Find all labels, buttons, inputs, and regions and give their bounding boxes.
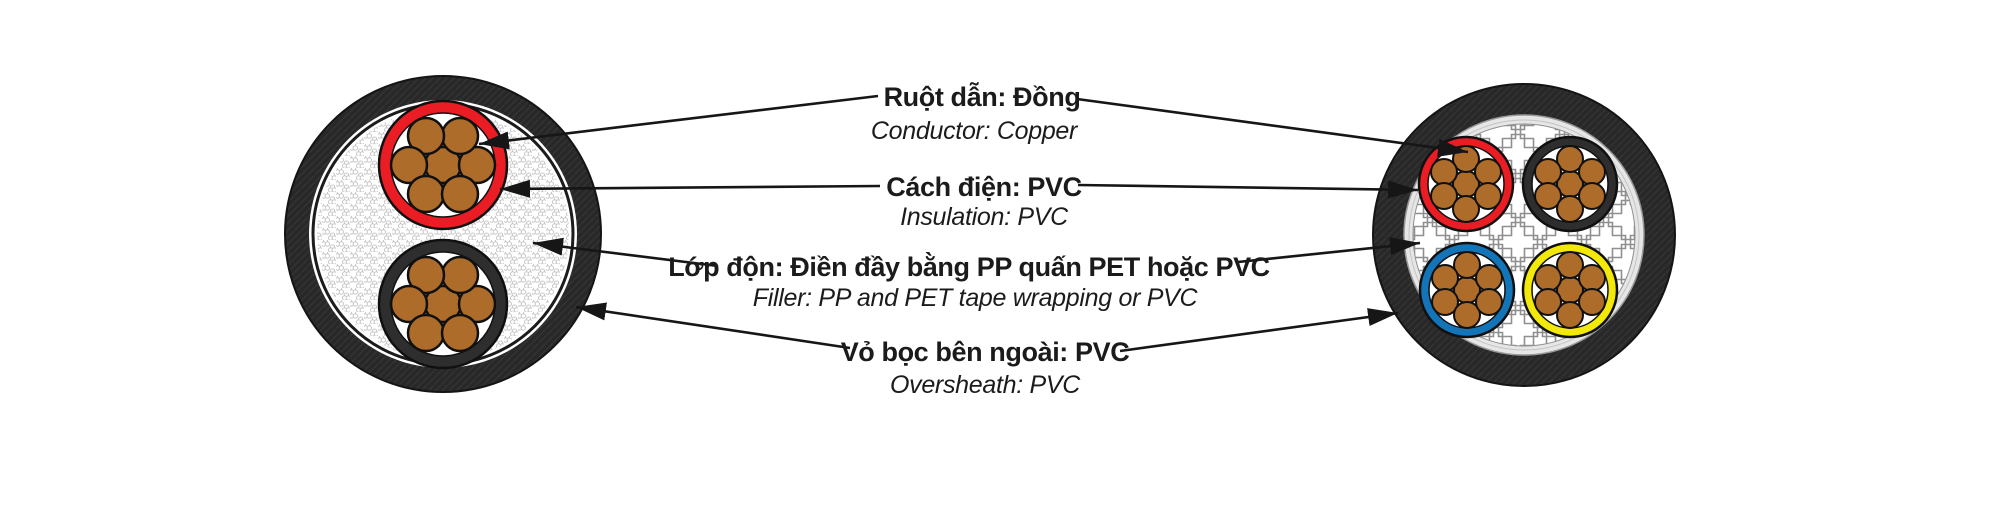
- leader-conductor-left-arrow: [478, 94, 879, 150]
- copper-strand: [1534, 288, 1562, 316]
- copper-strand: [440, 116, 480, 156]
- label-insulation-vi: Cách điện: PVC: [886, 172, 1082, 202]
- copper-strand: [1578, 264, 1606, 292]
- right-cable: [1372, 83, 1676, 387]
- right-core-yellow: [1521, 241, 1619, 339]
- leader-insulation-right-arrow: [1077, 180, 1419, 199]
- label-oversheath-vi: Vỏ bọc bên ngoài: PVC: [840, 337, 1130, 367]
- copper-strand: [1474, 182, 1502, 210]
- copper-strand: [1453, 301, 1481, 329]
- right-core-black: [1521, 135, 1619, 233]
- leader-oversheath-right-arrow: [1119, 308, 1399, 353]
- left-core-red: [377, 99, 509, 231]
- left-core-red-strands: [389, 116, 497, 214]
- copper-strand: [1534, 182, 1562, 210]
- left-cable: [284, 75, 602, 393]
- leader-lines: [478, 94, 1469, 353]
- copper-strand: [1556, 145, 1584, 173]
- right-tape-ring-inner-line: [1408, 119, 1640, 351]
- leader-oversheath-left-arrow: [575, 302, 851, 350]
- right-core-blue: [1418, 241, 1516, 339]
- label-conductor-vi: Ruột dẫn: Đồng: [883, 82, 1081, 112]
- copper-strand: [1556, 301, 1584, 329]
- copper-strand: [1452, 195, 1480, 223]
- copper-strand: [1578, 288, 1606, 316]
- right-core-yellow-strands: [1534, 251, 1606, 329]
- leader-insulation-left-arrow: [499, 179, 881, 198]
- label-filler-en: Filler: PP and PET tape wrapping or PVC: [752, 284, 1198, 312]
- left-core-black: [377, 238, 509, 370]
- leader-conductor-right-arrow: [1076, 97, 1469, 157]
- copper-strand: [1475, 264, 1503, 292]
- right-core-blue-strands: [1431, 251, 1503, 329]
- copper-strand: [457, 284, 497, 324]
- copper-strand: [1475, 288, 1503, 316]
- copper-strand: [389, 284, 429, 324]
- copper-strand: [406, 174, 446, 214]
- copper-strand: [440, 174, 480, 214]
- copper-strand: [1453, 251, 1481, 279]
- copper-strand: [1430, 182, 1458, 210]
- leader-filler-right-arrow: [1237, 237, 1421, 264]
- copper-strand: [457, 145, 497, 185]
- copper-strand: [1430, 158, 1458, 186]
- right-core-black-strands: [1534, 145, 1606, 223]
- copper-strand: [1534, 264, 1562, 292]
- copper-strand: [1431, 288, 1459, 316]
- copper-strand: [440, 313, 480, 353]
- copper-strand: [1578, 182, 1606, 210]
- leader-filler-left-arrow: [532, 237, 719, 268]
- copper-strand: [389, 145, 429, 185]
- copper-strand: [440, 255, 480, 295]
- left-core-black-strands: [389, 255, 497, 353]
- copper-strand: [1556, 195, 1584, 223]
- label-filler-vi: Lớp độn: Điền đầy bằng PP quấn PET hoặc …: [668, 252, 1270, 282]
- label-conductor-en: Conductor: Copper: [870, 117, 1078, 145]
- copper-strand: [1578, 158, 1606, 186]
- copper-strand: [406, 116, 446, 156]
- copper-strand: [1431, 264, 1459, 292]
- copper-strand: [1556, 251, 1584, 279]
- label-insulation-en: Insulation: PVC: [900, 203, 1068, 231]
- copper-strand: [1474, 158, 1502, 186]
- copper-strand: [406, 313, 446, 353]
- copper-strand: [1534, 158, 1562, 186]
- copper-strand: [406, 255, 446, 295]
- label-oversheath-en: Oversheath: PVC: [889, 371, 1081, 399]
